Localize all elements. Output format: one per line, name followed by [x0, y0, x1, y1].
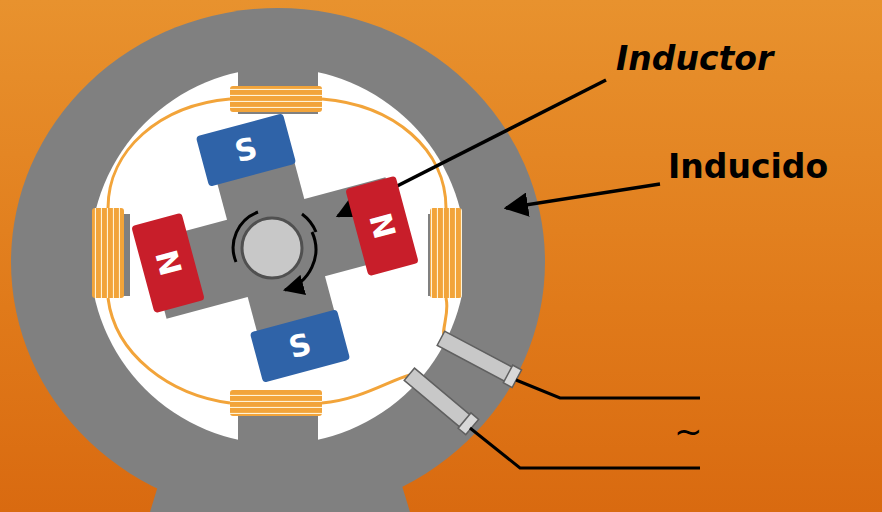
- part-label: Inducido: [668, 150, 828, 183]
- stator: [11, 8, 545, 512]
- pole-letter: S: [232, 133, 261, 168]
- stator-bore: [90, 68, 466, 444]
- brush: [403, 367, 479, 435]
- pole-letter: N: [150, 247, 185, 279]
- rotation-arrow: [285, 232, 316, 290]
- rotation-arrow: [302, 214, 316, 232]
- brush: [436, 329, 521, 387]
- pole-letter: S: [286, 329, 315, 364]
- coil: [230, 86, 322, 112]
- coil: [92, 208, 124, 298]
- pole-letter: N: [364, 210, 399, 242]
- rotor: [126, 104, 426, 392]
- coil: [430, 208, 462, 298]
- coil: [230, 390, 322, 416]
- ac-symbol: ~: [674, 414, 703, 448]
- coil-wire: [108, 99, 447, 403]
- output-wire: [470, 428, 700, 468]
- rotation-arrow: [233, 212, 258, 262]
- leader-line: [506, 184, 660, 208]
- shaft: [242, 218, 302, 278]
- output-wire: [516, 380, 700, 398]
- part-label: Inductor: [616, 42, 773, 75]
